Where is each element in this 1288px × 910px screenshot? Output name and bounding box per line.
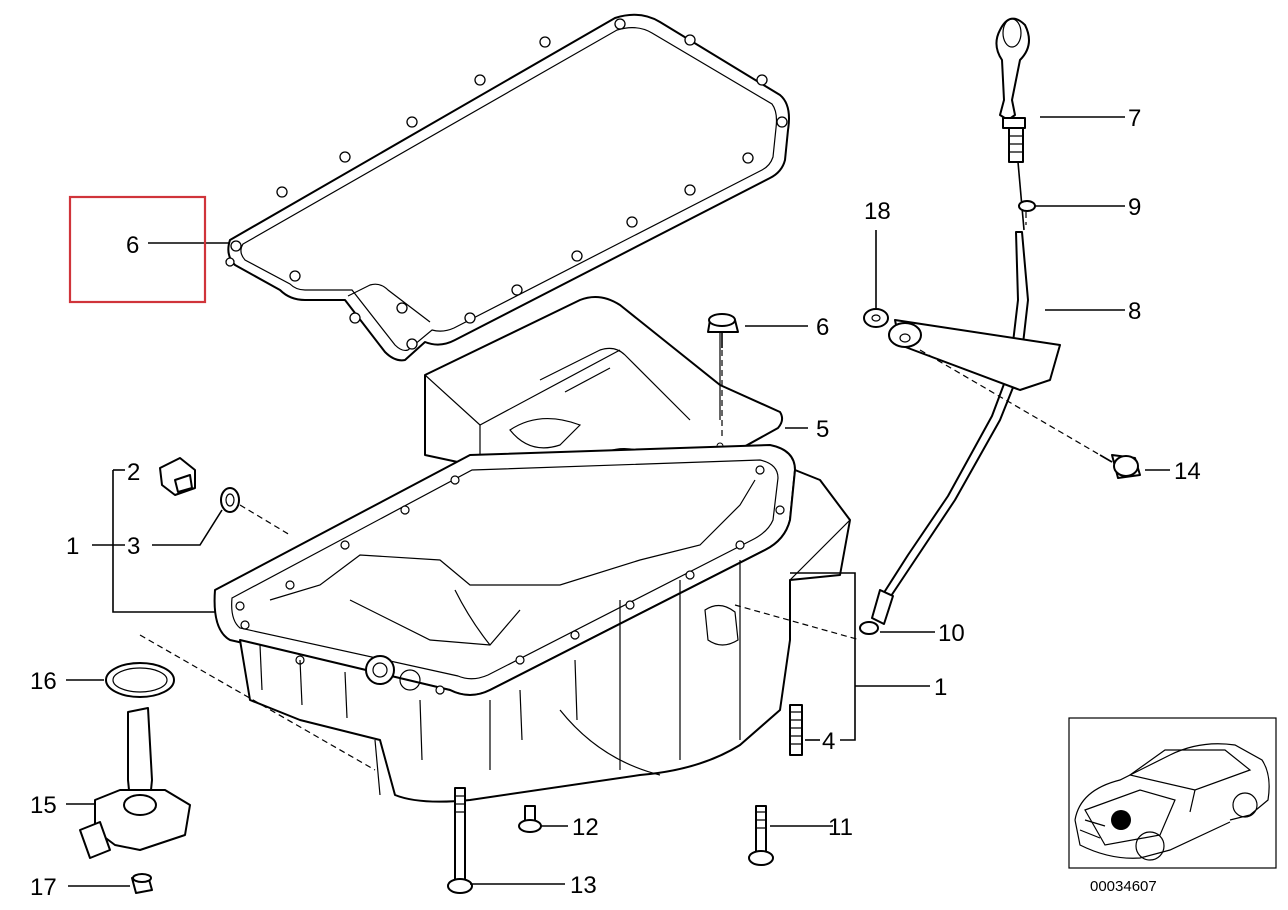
label-12[interactable]: 11	[828, 814, 853, 841]
label-9[interactable]: 8	[1128, 298, 1141, 325]
label-14[interactable]: 13	[570, 872, 597, 899]
vehicle-locator-inset: 00034607	[1068, 717, 1277, 895]
label-7[interactable]: 6	[126, 232, 139, 259]
label-1-left[interactable]: 1	[66, 533, 79, 560]
baffle-screw[interactable]	[707, 313, 739, 348]
label-4[interactable]: 4	[822, 728, 835, 755]
drain-plug[interactable]	[159, 457, 196, 496]
tube-bracket-bolt[interactable]	[1099, 454, 1141, 479]
label-2[interactable]: 2	[127, 459, 140, 486]
label-17[interactable]: 16	[30, 668, 57, 695]
oil-level-sensor[interactable]	[79, 707, 191, 859]
nut-18[interactable]	[131, 873, 153, 894]
highlight-box	[68, 195, 207, 304]
label-3[interactable]: 3	[127, 533, 140, 560]
label-11[interactable]: 10	[938, 620, 965, 647]
label-10[interactable]: 9	[1128, 194, 1141, 221]
washer-19[interactable]	[863, 308, 889, 328]
stud-bolt[interactable]	[789, 704, 803, 756]
label-19[interactable]: 18	[864, 198, 891, 225]
locator-dot	[1111, 810, 1131, 830]
label-6[interactable]: 6	[816, 314, 829, 341]
hex-bolt-12[interactable]	[748, 805, 774, 866]
label-13[interactable]: 12	[572, 814, 599, 841]
label-5[interactable]: 5	[816, 416, 829, 443]
oil-pan-gasket[interactable]	[225, 13, 790, 362]
label-15[interactable]: 14	[1174, 458, 1201, 485]
reference-number: 00034607	[1090, 878, 1157, 895]
tube-o-ring[interactable]	[859, 621, 879, 635]
drain-plug-seal[interactable]	[220, 487, 240, 513]
label-8[interactable]: 7	[1128, 105, 1141, 132]
assembly-lines	[139, 212, 1101, 771]
dipstick-tube[interactable]	[871, 231, 1061, 625]
label-16[interactable]: 15	[30, 792, 57, 819]
oil-pan[interactable]	[213, 444, 851, 803]
dipstick-sealing-ring[interactable]	[1018, 200, 1036, 212]
part-labels: 6 7 9 18 8 6 5 14 2 1 3 10 1 4 16 15 12 …	[30, 105, 1201, 901]
oil-dipstick[interactable]	[995, 17, 1030, 231]
leader-lines	[66, 116, 1170, 887]
label-18[interactable]: 17	[30, 874, 57, 901]
sensor-o-ring[interactable]	[105, 662, 175, 698]
long-bolt-14[interactable]	[447, 787, 473, 894]
screw-13[interactable]	[518, 805, 542, 833]
label-1-right[interactable]: 1	[934, 674, 947, 701]
